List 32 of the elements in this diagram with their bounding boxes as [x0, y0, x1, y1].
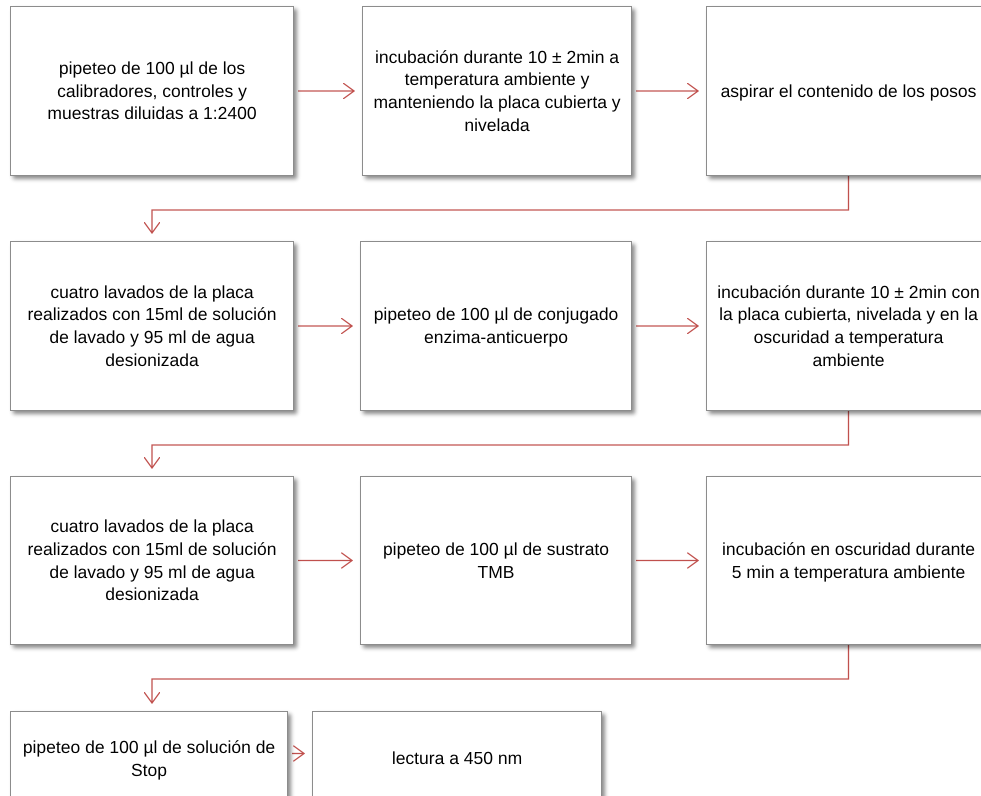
arrow [143, 176, 850, 234]
step-text: incubación durante 10 ± 2min a temperatura ambiente y manteniendo la placa cubierta y nivelada [373, 46, 621, 136]
step-text: incubación durante 10 ± 2min con la placa cubierta, nivelada y en la oscuridad a temperatura ambiente [717, 280, 980, 372]
arrow [292, 744, 305, 762]
step-text: pipeteo de 100 µl de los calibradores, controles y muestras diluidas a 1:2400 [46, 56, 258, 126]
step-text: incubación en oscuridad durante 5 min a temperatura ambiente [721, 538, 976, 584]
arrow [298, 317, 353, 335]
arrow [143, 411, 850, 469]
process-box [362, 6, 632, 176]
process-box [312, 711, 602, 796]
step-text: aspirar el contenido de los posos [720, 80, 976, 102]
process-box [706, 6, 981, 176]
process-box [10, 6, 294, 176]
step-text: lectura a 450 nm [392, 747, 522, 770]
step-text: pipeteo de 100 µl de conjugado enzima-anticuerpo [372, 303, 620, 349]
step-text: pipeteo de 100 µl de solución de Stop [22, 736, 276, 782]
arrow [636, 552, 699, 570]
process-box [360, 241, 632, 411]
step-text: cuatro lavados de la placa realizados con 15ml de solución de lavado y 95 ml de agua desionizada [26, 280, 278, 372]
process-box [10, 476, 294, 645]
process-box [10, 711, 288, 796]
process-box [10, 241, 294, 411]
arrow [636, 317, 699, 335]
step-text: cuatro lavados de la placa realizados con 15ml de solución de lavado y 95 ml de agua desionizada [26, 515, 278, 606]
arrow [298, 82, 355, 100]
process-box [706, 241, 981, 411]
arrow [298, 552, 353, 570]
process-box [706, 476, 981, 645]
arrow [636, 82, 699, 100]
step-text: pipeteo de 100 µl de sustrato TMB [382, 538, 610, 584]
arrow [143, 645, 850, 704]
process-box [360, 476, 632, 645]
